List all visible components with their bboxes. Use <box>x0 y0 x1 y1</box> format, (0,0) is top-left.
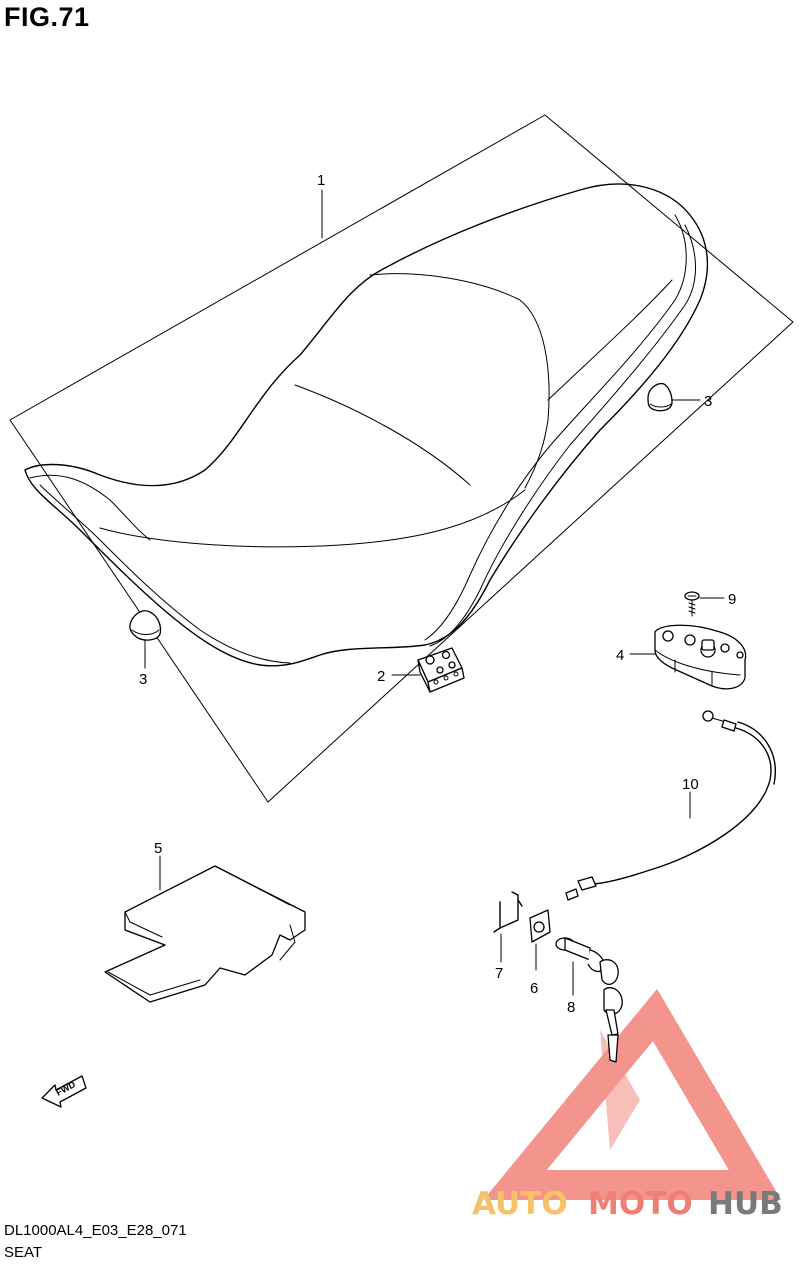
callout-3-upper: 3 <box>704 393 712 410</box>
spring-clip-icon <box>493 891 523 933</box>
callout-9: 9 <box>728 591 736 608</box>
callout-4: 5 <box>154 840 162 857</box>
callout-3-lower: 3 <box>139 671 147 688</box>
rubber-cushion-icon <box>647 382 673 412</box>
callout-6: 6 <box>530 980 538 997</box>
callout-2: 2 <box>377 668 385 685</box>
lock-key-set-icon <box>555 937 623 1063</box>
svg-text:HUB: HUB <box>708 1186 783 1222</box>
callout-7: 8 <box>567 999 575 1016</box>
svg-text:AUTO: AUTO <box>472 1186 568 1222</box>
forward-direction-arrow-icon: FWD <box>41 1075 87 1108</box>
callout-8: 7 <box>495 965 503 982</box>
callout-5: 4 <box>616 647 624 664</box>
figure-name: SEAT <box>4 1244 43 1261</box>
model-code: DL1000AL4_E03_E28_071 <box>4 1222 187 1239</box>
seat-plate-icon <box>104 865 306 1003</box>
seat-lock-cable-icon <box>565 710 776 901</box>
watermark-text: AUTO MOTO HUB <box>472 1186 783 1222</box>
lock-plate-icon <box>529 909 551 943</box>
seat-lock-bracket-icon <box>654 624 747 690</box>
seat-retainer-icon <box>417 647 465 693</box>
seat-assembly-box <box>9 114 794 803</box>
svg-text:MOTO: MOTO <box>588 1186 693 1222</box>
screw-icon <box>684 591 700 617</box>
callout-1: 1 <box>317 172 325 189</box>
watermark-logo-icon <box>483 988 782 1200</box>
callout-10: 10 <box>682 776 699 793</box>
seat-icon <box>24 183 709 667</box>
figure-title: FIG.71 <box>4 2 90 32</box>
rubber-cushion-icon <box>129 610 162 641</box>
